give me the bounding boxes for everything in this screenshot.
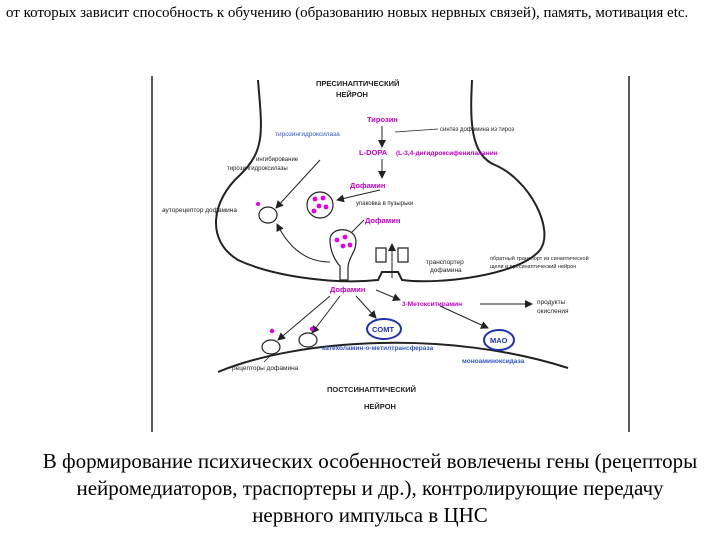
- dopamine-dot: [334, 237, 340, 243]
- dopamine-label-3: Дофамин: [330, 285, 365, 294]
- inhibition-arrow: [275, 159, 321, 209]
- ldopa-label: L-DOPA: [359, 148, 388, 157]
- postsynaptic-title-2: НЕЙРОН: [364, 402, 396, 411]
- mao-label: MAO: [490, 336, 508, 345]
- vesicle-packaging-label: упаковка в пузырьки: [356, 201, 413, 207]
- dopamine-dot: [312, 196, 318, 202]
- transporter-label-2: дофамина: [430, 267, 462, 274]
- intro-text: от которых зависит способность к обучени…: [6, 5, 689, 21]
- comt-label: COMT: [372, 325, 394, 334]
- synthesis-leader: [394, 128, 439, 133]
- presynaptic-membrane: [215, 79, 546, 283]
- presynaptic-title-2: НЕЙРОН: [336, 90, 368, 99]
- packaging-arrow: [336, 189, 381, 203]
- dopamine-dot: [320, 195, 326, 201]
- ldopa-full-label: (L-3,4-дигидроксифенилаланин: [396, 150, 498, 157]
- dopamine-dot: [340, 243, 346, 249]
- dopamine-label-1: Дофамин: [350, 181, 385, 190]
- mao-enzyme: [483, 329, 515, 351]
- postsynaptic-title: ПОСТСИНАПТИЧЕСКИЙ: [327, 385, 416, 394]
- presynaptic-title: ПРЕСИНАПТИЧЕСКИЙ: [316, 79, 399, 88]
- inhibition-label-2: тирозингидроксилазы: [227, 166, 288, 172]
- oxidation-label: продукты: [537, 299, 566, 306]
- comt-full-label: катехоламин-о-метилтрансфераза: [322, 345, 434, 352]
- dopamine-receptor-1: [261, 339, 281, 355]
- autoreceptor-dopamine: [256, 202, 260, 206]
- dopamine-dot: [311, 208, 317, 214]
- dopamine-dot: [347, 242, 353, 248]
- autoreceptor-label: ауторецептор дофамина: [162, 207, 237, 214]
- receptors-label: рецепторы дофамина: [232, 365, 299, 372]
- to-receptor-arrow-2: [311, 295, 341, 334]
- transporter-label: транспортер: [426, 259, 464, 266]
- slide-caption: В формирование психических особенностей …: [42, 449, 698, 527]
- dopamine-dot: [342, 234, 348, 240]
- dopamine-dot: [316, 203, 322, 209]
- mao-arrow: [439, 305, 489, 329]
- dopamine-dot: [323, 204, 329, 210]
- receptor-dopamine-dot: [309, 326, 315, 332]
- autoreceptor: [258, 206, 278, 224]
- oxidation-label-2: окисления: [537, 308, 569, 315]
- reuptake-label: обратный транспорт из синаптической: [490, 255, 589, 262]
- receptor-dopamine-dot: [269, 328, 275, 334]
- dopamine-synthesis-label: синтез дофамина из тироз: [440, 127, 514, 133]
- tyrosine-label: Тирозин: [367, 115, 398, 124]
- comt-arrow: [355, 295, 377, 319]
- methoxytyramine-label: 3-Метокситирамин: [402, 301, 462, 308]
- mao-full-label: моноаминоксидаза: [462, 358, 525, 365]
- reuptake-label-2: щели в пресинаптический нейрон: [490, 263, 576, 270]
- dopamine-transporter: [375, 247, 409, 263]
- dopamine-label-2: Дофамин: [365, 216, 400, 225]
- inhibition-label: ингибирование: [256, 157, 299, 163]
- receptors-leader: [263, 354, 272, 363]
- to-receptor-arrow-1: [277, 295, 331, 341]
- comt-enzyme: [366, 318, 402, 340]
- methoxytyramine-arrow: [375, 289, 401, 301]
- dopamine-receptor-2: [298, 332, 318, 348]
- tyrosine-hydroxylase-label: тирозингидроксилаза: [275, 131, 340, 138]
- feedback-arrow: [276, 223, 331, 263]
- postsynaptic-membrane: [217, 341, 569, 373]
